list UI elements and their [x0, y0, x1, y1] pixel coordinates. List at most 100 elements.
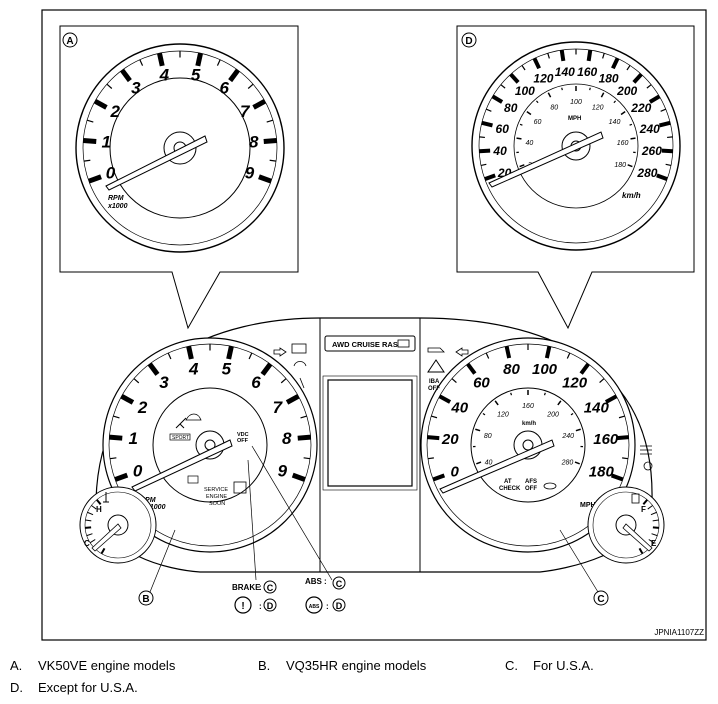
- temp-tick: [100, 547, 106, 555]
- tacho-b-needle: [131, 439, 233, 492]
- tacho-b-label: 2: [137, 398, 148, 417]
- fuel-f-label: F: [641, 505, 646, 514]
- speedo-c-label: 0: [451, 464, 460, 481]
- tacho-b-label: 4: [188, 360, 199, 379]
- tacho-b-tick: [109, 434, 123, 441]
- temp-tick: [91, 505, 97, 510]
- brake-warning-icon: [234, 596, 252, 614]
- tacho-a-tick: [247, 83, 254, 89]
- engine-check-icon: [187, 475, 199, 484]
- fuel-tick: [650, 511, 657, 516]
- speedo-d-label: 140: [555, 65, 575, 79]
- speedo-d-needle: [488, 131, 604, 188]
- afs-off-line1: AFS: [525, 479, 537, 485]
- temp-tick: [96, 499, 102, 505]
- speedo-c-label: 20: [441, 431, 459, 448]
- speedo-d-inner-label: 80: [550, 104, 558, 111]
- speedo-d-inner-tick: [620, 110, 626, 116]
- tacho-b-tick: [133, 378, 140, 384]
- speedo-d-inner-tick: [516, 137, 522, 140]
- temp-tick: [85, 519, 92, 522]
- tacho-a-label: 3: [131, 79, 141, 98]
- legend-key-c: C.: [505, 658, 518, 673]
- tacho-a-label: 5: [191, 66, 201, 85]
- legend-key-a: A.: [10, 658, 23, 673]
- callout-d-inset: D: [465, 36, 472, 47]
- service-engine-line2: ENGINE: [206, 494, 227, 500]
- speedo-c-tick: [604, 394, 618, 404]
- fuel-tick: [652, 526, 659, 529]
- tacho-a-unit-rpm: RPM: [108, 195, 124, 202]
- speedo-d-inner-label: 160: [617, 140, 629, 147]
- speedo-d-tick: [646, 84, 652, 89]
- abs-callout-c: C: [336, 579, 343, 589]
- legend-key-d: D.: [10, 680, 23, 695]
- speedo-c-label: 140: [584, 399, 610, 416]
- speedo-d-tick: [521, 65, 526, 71]
- legend-text-b: VQ35HR engine models: [286, 658, 427, 673]
- speedo-c-inner-label: 280: [561, 459, 574, 466]
- speedo-c-inner-tick: [475, 428, 481, 432]
- sport-indicator-box: [169, 433, 191, 441]
- speedo-d-inner-label: 180: [614, 162, 626, 169]
- speedo-d-inner-label: 40: [526, 140, 534, 147]
- security-icon: [643, 461, 653, 471]
- diagram-frame: [41, 9, 707, 641]
- speedo-d-tick: [626, 65, 631, 71]
- speedo-d-tick: [547, 53, 550, 59]
- service-engine-line3: SOON: [209, 501, 225, 507]
- speedo-c-tick: [466, 362, 477, 375]
- tacho-a-tick: [83, 137, 97, 144]
- tacho-a-tick: [195, 52, 203, 67]
- speedo-d-inner-unit: MPH: [568, 116, 581, 122]
- tacho-b-label: 7: [273, 398, 284, 417]
- tacho-b-label: 9: [278, 461, 288, 480]
- speedo-d-tick: [611, 57, 620, 70]
- temp-tick: [89, 539, 96, 544]
- speedo-c-tick: [544, 345, 552, 359]
- speedo-c-tick: [504, 345, 512, 359]
- abs-icon-text: ABS: [309, 604, 320, 610]
- top-indicator-display: AWD CRUISE RAS: [332, 340, 398, 349]
- speedo-d-tick: [660, 108, 666, 112]
- tacho-b-tick: [285, 394, 300, 405]
- speedo-d-label: 80: [504, 101, 518, 115]
- speedo-d-tick: [491, 94, 504, 104]
- speedo-d-label: 60: [496, 122, 510, 136]
- speedo-c-tick: [427, 457, 434, 460]
- speedo-d-inner-label: 140: [609, 119, 621, 126]
- tacho-b-tick: [291, 472, 306, 482]
- speedo-d-tick: [486, 108, 492, 112]
- speedo-d-inner-tick: [547, 92, 552, 98]
- speedo-d-tick: [659, 120, 671, 128]
- speedo-d-tick: [656, 173, 668, 182]
- svg-text::: :: [324, 577, 327, 586]
- speedo-d-inner-tick: [629, 123, 633, 126]
- iba-off-line2: OFF: [428, 386, 440, 392]
- service-engine-line1: SERVICE: [204, 487, 228, 493]
- speedo-d-inner-tick: [535, 100, 539, 104]
- legend-text-a: VK50VE engine models: [38, 658, 176, 673]
- speedo-c-inner-tick: [476, 461, 482, 465]
- speedo-c-inner-label: 200: [546, 411, 559, 418]
- tacho-b-tick: [186, 345, 194, 360]
- speedo-c-label: 40: [450, 399, 468, 416]
- speedo-d-label: 200: [616, 84, 637, 98]
- speedo-c-tick: [485, 352, 490, 359]
- speedo-c-label: 60: [473, 374, 490, 391]
- vdc-off-line1: VDC: [237, 432, 249, 438]
- speedo-c-tick: [622, 457, 629, 460]
- tacho-b-tick: [248, 352, 253, 360]
- tacho-b-tick: [120, 394, 135, 405]
- callout-c-speedo: C: [597, 594, 604, 605]
- speedo-c-label: 180: [589, 464, 615, 481]
- afs-off-line2: OFF: [525, 486, 537, 492]
- speedo-d-tick: [665, 163, 672, 166]
- tacho-a-tick: [252, 98, 267, 110]
- speedo-c-label: 120: [562, 374, 588, 391]
- speedo-c-tick: [599, 378, 605, 383]
- center-lcd-display: [327, 379, 413, 487]
